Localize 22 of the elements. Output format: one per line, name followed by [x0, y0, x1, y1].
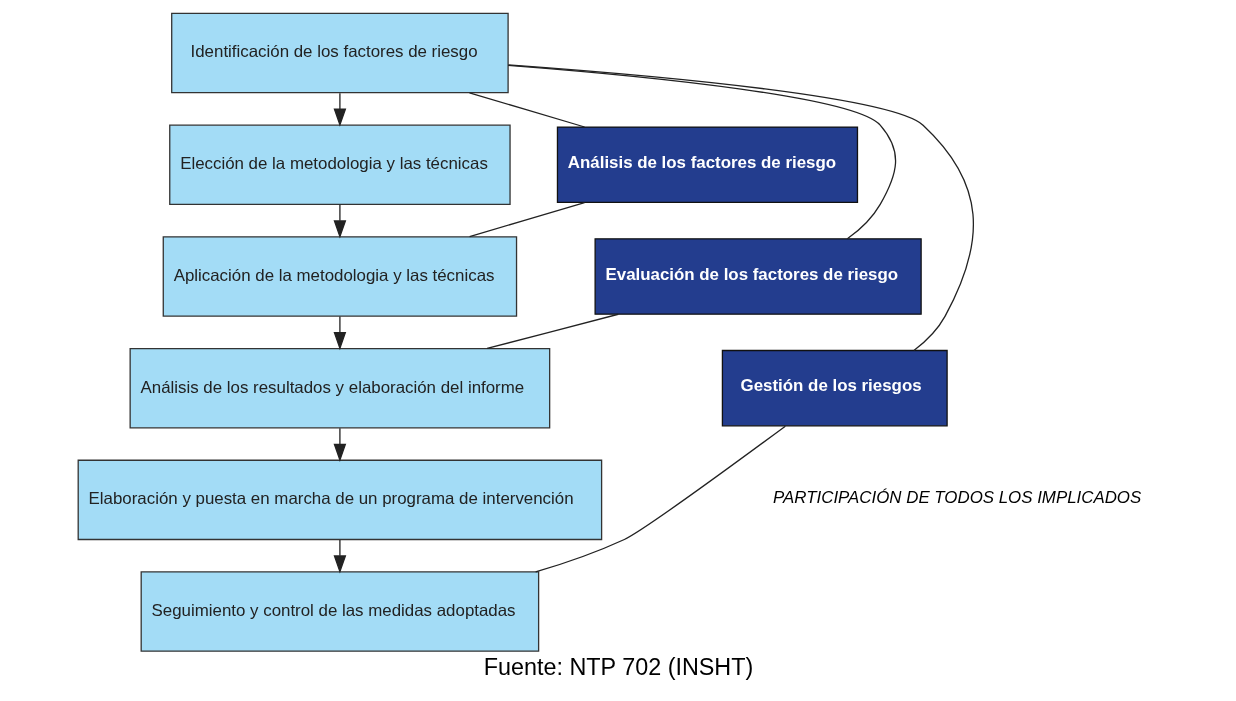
arrow [333, 427, 346, 462]
connector [534, 425, 786, 573]
arrow [333, 539, 346, 574]
node-box: Análisis de los factores de riesgo [556, 126, 858, 204]
arrow [333, 204, 346, 239]
connector [507, 64, 974, 352]
caption: Fuente: NTP 702 (INSHT) [483, 654, 753, 681]
connector [486, 313, 619, 350]
connector [468, 201, 585, 238]
node-box: Gestión de los riesgos [721, 349, 948, 427]
node-box: Seguimiento y control de las medidas adoptadas [140, 571, 539, 652]
label: PARTICIPACIÓN DE TODOS LOS IMPLICADOS [772, 487, 1141, 507]
node-box: Elección de la metodologia y las técnicas [168, 124, 511, 206]
node-box: Análisis de los resultados y elaboración del informe [129, 347, 550, 429]
connector [506, 64, 896, 240]
arrow [333, 92, 346, 127]
node-box: Evaluación de los factores de riesgo [593, 238, 922, 315]
node-box: Identificación de los factores de riesgo [170, 12, 509, 94]
node-box: Aplicación de la metodologia y las técnicas [162, 236, 517, 317]
node-box: Elaboración y puesta en marcha de un programa de intervención [77, 459, 602, 541]
connector [468, 92, 585, 128]
arrow [333, 315, 346, 351]
